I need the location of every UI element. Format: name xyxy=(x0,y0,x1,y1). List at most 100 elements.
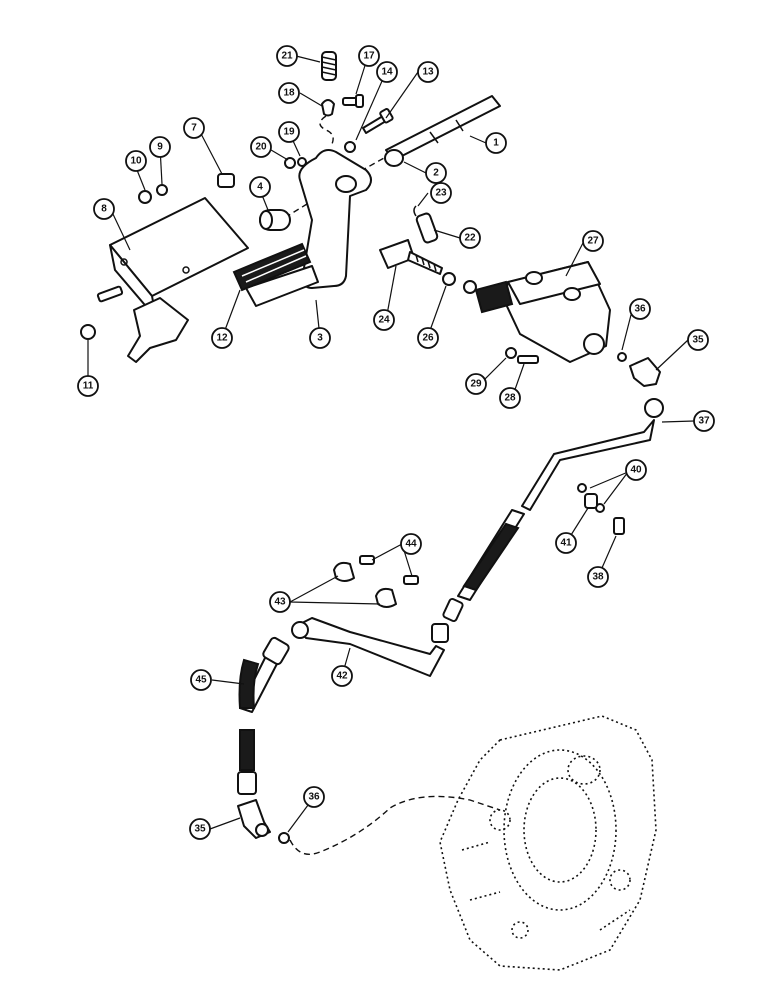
svg-text:4: 4 xyxy=(257,182,263,193)
callout-27: 27 xyxy=(582,230,604,252)
part-pedal-lever-3 xyxy=(245,149,372,307)
callout-42: 42 xyxy=(331,665,353,687)
svg-text:28: 28 xyxy=(504,393,516,404)
svg-text:9: 9 xyxy=(157,142,163,153)
part-fitting-41 xyxy=(584,493,598,509)
assembly-route-line xyxy=(289,795,501,855)
part-nut-20 xyxy=(284,157,296,169)
callout-23: 23 xyxy=(430,182,452,204)
part-washer-2 xyxy=(384,149,404,167)
part-clip-18 xyxy=(321,99,335,117)
assembly-line-18 xyxy=(319,115,334,145)
callout-3: 3 xyxy=(309,327,331,349)
part-nut-29 xyxy=(505,347,517,359)
part-hose-45 xyxy=(237,636,290,795)
part-elbow-fitting-35-bottom xyxy=(237,799,271,839)
callout-19: 19 xyxy=(278,121,300,143)
svg-text:14: 14 xyxy=(381,67,393,78)
svg-text:35: 35 xyxy=(692,335,704,346)
part-bolt-17 xyxy=(342,94,364,108)
part-elbow-fitting-35-top xyxy=(629,357,661,387)
svg-text:36: 36 xyxy=(308,792,320,803)
part-bushing-4 xyxy=(259,209,291,231)
callout-21: 21 xyxy=(276,45,298,67)
callout-41: 41 xyxy=(555,532,577,554)
svg-text:13: 13 xyxy=(422,67,434,78)
callout-4: 4 xyxy=(249,176,271,198)
svg-text:1: 1 xyxy=(493,138,499,149)
part-washer-19 xyxy=(297,157,307,167)
part-steel-line-42 xyxy=(291,617,445,677)
part-spring-21 xyxy=(321,51,337,81)
svg-text:7: 7 xyxy=(191,123,197,134)
callout-28: 28 xyxy=(499,387,521,409)
callout-22: 22 xyxy=(459,227,481,249)
part-clevis-pin-22 xyxy=(415,212,439,244)
callout-36-bottom: 36 xyxy=(303,786,325,808)
callout-45: 45 xyxy=(190,669,212,691)
callout-14: 14 xyxy=(376,61,398,83)
callout-35-top: 35 xyxy=(687,329,709,351)
svg-text:20: 20 xyxy=(255,142,267,153)
callout-37: 37 xyxy=(693,410,715,432)
part-master-cylinder-27 xyxy=(463,261,611,363)
callout-1: 1 xyxy=(485,132,507,154)
part-pin-23 xyxy=(413,205,417,217)
callout-26: 26 xyxy=(417,327,439,349)
callout-35-bottom: 35 xyxy=(189,818,211,840)
callout-20: 20 xyxy=(250,136,272,158)
part-steel-line-37 xyxy=(521,398,664,511)
svg-text:27: 27 xyxy=(587,236,599,247)
part-bolts-44 xyxy=(359,555,419,585)
svg-text:43: 43 xyxy=(274,597,286,608)
part-bolt-28 xyxy=(517,355,539,364)
svg-text:45: 45 xyxy=(195,675,207,686)
part-nut-26 xyxy=(442,272,456,286)
part-nut-11 xyxy=(80,324,96,340)
svg-text:44: 44 xyxy=(405,539,417,550)
part-washer-9 xyxy=(156,184,168,196)
svg-text:18: 18 xyxy=(283,88,295,99)
svg-text:8: 8 xyxy=(101,204,107,215)
callout-17: 17 xyxy=(358,45,380,67)
svg-text:41: 41 xyxy=(560,538,572,549)
svg-text:11: 11 xyxy=(83,381,94,392)
svg-text:21: 21 xyxy=(281,51,293,62)
part-pedal-pad-12 xyxy=(232,242,312,292)
svg-text:37: 37 xyxy=(698,416,710,427)
callout-40: 40 xyxy=(625,459,647,481)
svg-text:3: 3 xyxy=(317,333,323,344)
svg-text:35: 35 xyxy=(194,824,206,835)
svg-text:22: 22 xyxy=(464,233,476,244)
callout-24: 24 xyxy=(373,309,395,331)
callout-2: 2 xyxy=(425,162,447,184)
part-hose-upper xyxy=(431,509,525,643)
part-clips-43 xyxy=(333,561,397,608)
callout-44: 44 xyxy=(400,533,422,555)
callout-36-top: 36 xyxy=(629,298,651,320)
callout-13: 13 xyxy=(417,61,439,83)
part-bolt-38 xyxy=(613,517,625,535)
svg-text:40: 40 xyxy=(630,465,642,476)
svg-text:2: 2 xyxy=(433,168,439,179)
callout-29: 29 xyxy=(465,373,487,395)
svg-text:24: 24 xyxy=(378,315,390,326)
part-shaft-1 xyxy=(385,95,501,161)
callout-12: 12 xyxy=(211,327,233,349)
svg-text:36: 36 xyxy=(634,304,646,315)
svg-text:29: 29 xyxy=(470,379,482,390)
svg-text:42: 42 xyxy=(336,671,348,682)
callout-11: 11 xyxy=(77,375,99,397)
part-bolt-7 xyxy=(217,173,235,188)
svg-text:12: 12 xyxy=(216,333,228,344)
svg-text:23: 23 xyxy=(435,188,447,199)
callout-18: 18 xyxy=(278,82,300,104)
part-nut-14 xyxy=(344,141,356,153)
part-o-ring-36-top xyxy=(617,352,627,362)
callout-8: 8 xyxy=(93,198,115,220)
svg-text:26: 26 xyxy=(422,333,434,344)
callout-7: 7 xyxy=(183,117,205,139)
svg-text:19: 19 xyxy=(283,127,295,138)
svg-text:38: 38 xyxy=(592,572,604,583)
